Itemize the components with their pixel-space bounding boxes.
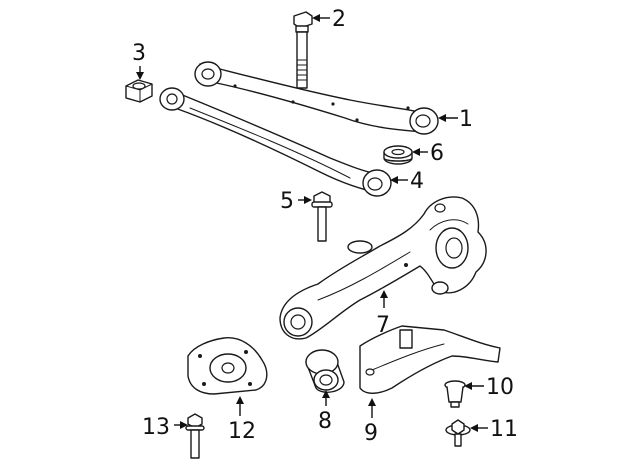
part-1-upper-arm: [194, 61, 439, 135]
callout-6: 6: [430, 141, 444, 166]
part-5-bolt: [311, 191, 333, 242]
part-10-clip: [444, 380, 466, 408]
part-9-bracket: [359, 325, 501, 394]
callout-12: 12: [228, 419, 256, 444]
callout-7: 7: [376, 313, 390, 338]
part-3-nut: [125, 79, 153, 103]
callout-11: 11: [490, 417, 518, 442]
callout-1: 1: [459, 107, 473, 132]
callout-9: 9: [364, 421, 378, 446]
part-6-washer: [383, 145, 413, 165]
callout-2: 2: [332, 7, 346, 32]
callout-3: 3: [132, 41, 146, 66]
callout-13: 13: [142, 415, 170, 440]
part-11-screw: [445, 419, 471, 447]
part-7-knuckle: [279, 196, 487, 340]
part-8-bushing: [305, 349, 345, 393]
part-12-mount: [187, 337, 268, 395]
part-13-bolt: [185, 413, 205, 459]
callout-8: 8: [318, 409, 332, 434]
callout-10: 10: [486, 375, 514, 400]
callout-labels: 1 2 3 4 5 6 7 8 9 10 11 12 13: [132, 7, 518, 446]
part-4-lower-arm: [159, 87, 392, 197]
callout-5: 5: [280, 189, 294, 214]
callout-4: 4: [410, 169, 424, 194]
leader-lines: [136, 14, 488, 432]
part-2-bolt: [293, 11, 313, 89]
